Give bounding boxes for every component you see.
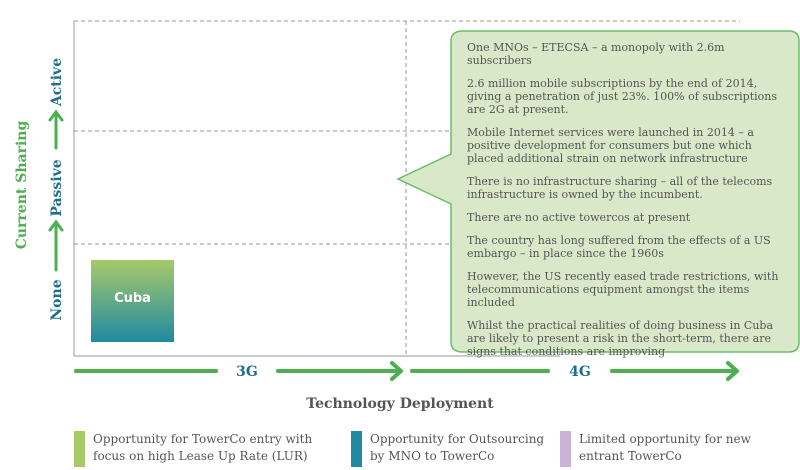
x-axis-title: Technology Deployment	[306, 396, 494, 412]
legend-swatch-green	[74, 431, 85, 467]
legend-item-limited: Limited opportunity for new entrant Towe…	[560, 431, 779, 467]
cuba-marker-label: Cuba	[114, 291, 151, 306]
legend-item-outsourcing: Opportunity for Outsourcing by MNO to To…	[351, 431, 560, 467]
x-segment-3g: 3G	[236, 364, 258, 380]
callout-paragraph: Whilst the practical realities of doing …	[467, 319, 774, 358]
callout-paragraph: Mobile Internet services were launched i…	[467, 126, 754, 165]
callout-paragraph: The country has long suffered from the e…	[467, 234, 771, 260]
callout-paragraph: There are no active towercos at present	[467, 211, 691, 224]
y-arrow-passive-active	[48, 109, 64, 150]
y-axis-title: Current Sharing	[14, 121, 30, 250]
callout-paragraph: However, the US recently eased trade res…	[467, 270, 779, 309]
y-level-none: None	[49, 279, 65, 320]
callout-bubble	[396, 30, 800, 353]
legend-label: Limited opportunity for new entrant Towe…	[579, 432, 751, 463]
y-arrow-none-passive	[48, 219, 64, 272]
callout-paragraph: 2.6 million mobile subscriptions by the …	[467, 77, 778, 116]
x-segment-4g: 4G	[569, 364, 591, 380]
legend-label: Opportunity for TowerCo entry with focus…	[93, 432, 313, 463]
callout-text: One MNOs – ETECSA – a monopoly with 2.6m…	[467, 41, 789, 368]
legend-swatch-purple	[560, 431, 571, 467]
cuba-marker	[91, 260, 174, 342]
legend-item-towerco-entry: Opportunity for TowerCo entry with focus…	[74, 431, 323, 467]
y-level-passive: Passive	[49, 159, 65, 216]
callout-paragraph: There is no infrastructure sharing – all…	[467, 175, 773, 201]
callout-paragraph: One MNOs – ETECSA – a monopoly with 2.6m…	[467, 41, 725, 67]
x-arrow-4g	[410, 361, 739, 381]
legend-swatch-blue	[351, 431, 362, 467]
legend-label: Opportunity for Outsourcing by MNO to To…	[370, 432, 545, 463]
x-arrow-3g	[74, 361, 403, 381]
y-level-active: Active	[49, 58, 65, 107]
